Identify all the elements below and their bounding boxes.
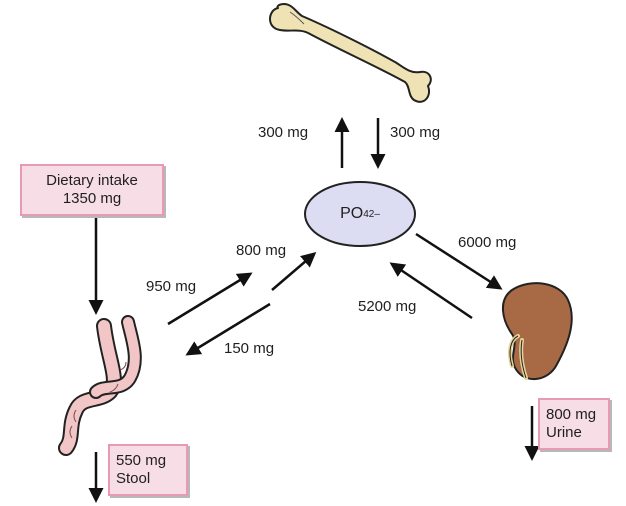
urine-title: Urine xyxy=(546,424,582,441)
label-from-kidney: 5200 mg xyxy=(358,298,417,315)
stool-amount: 550 mg xyxy=(116,452,167,469)
label-to-kidney: 6000 mg xyxy=(458,234,517,251)
phosphate-node xyxy=(304,181,416,247)
arrow-gut-to-center xyxy=(271,252,317,291)
arrow-gut-absorb xyxy=(167,272,253,326)
urine-amount: 800 mg xyxy=(546,406,597,423)
arrow-to-kidney xyxy=(415,232,503,290)
bone-icon xyxy=(269,3,432,103)
intake-title: Dietary intake xyxy=(46,172,138,189)
label-center-to-gut: 150 mg xyxy=(224,340,275,357)
intestine-icon xyxy=(58,315,142,456)
kidney-icon xyxy=(502,282,573,381)
label-to-bone: 300 mg xyxy=(258,124,309,141)
label-from-bone: 300 mg xyxy=(390,124,441,141)
arrow-from-kidney xyxy=(389,262,473,320)
intake-amount: 1350 mg xyxy=(62,190,122,207)
urine-box: 800 mg Urine xyxy=(538,398,610,450)
stool-title: Stool xyxy=(116,470,151,487)
arrow-center-to-gut xyxy=(185,302,271,356)
label-gut-absorb: 950 mg xyxy=(146,278,197,295)
stool-box: 550 mg Stool xyxy=(108,444,188,496)
dietary-intake-box: Dietary intake 1350 mg xyxy=(20,164,164,216)
label-gut-to-center: 800 mg xyxy=(236,242,287,259)
